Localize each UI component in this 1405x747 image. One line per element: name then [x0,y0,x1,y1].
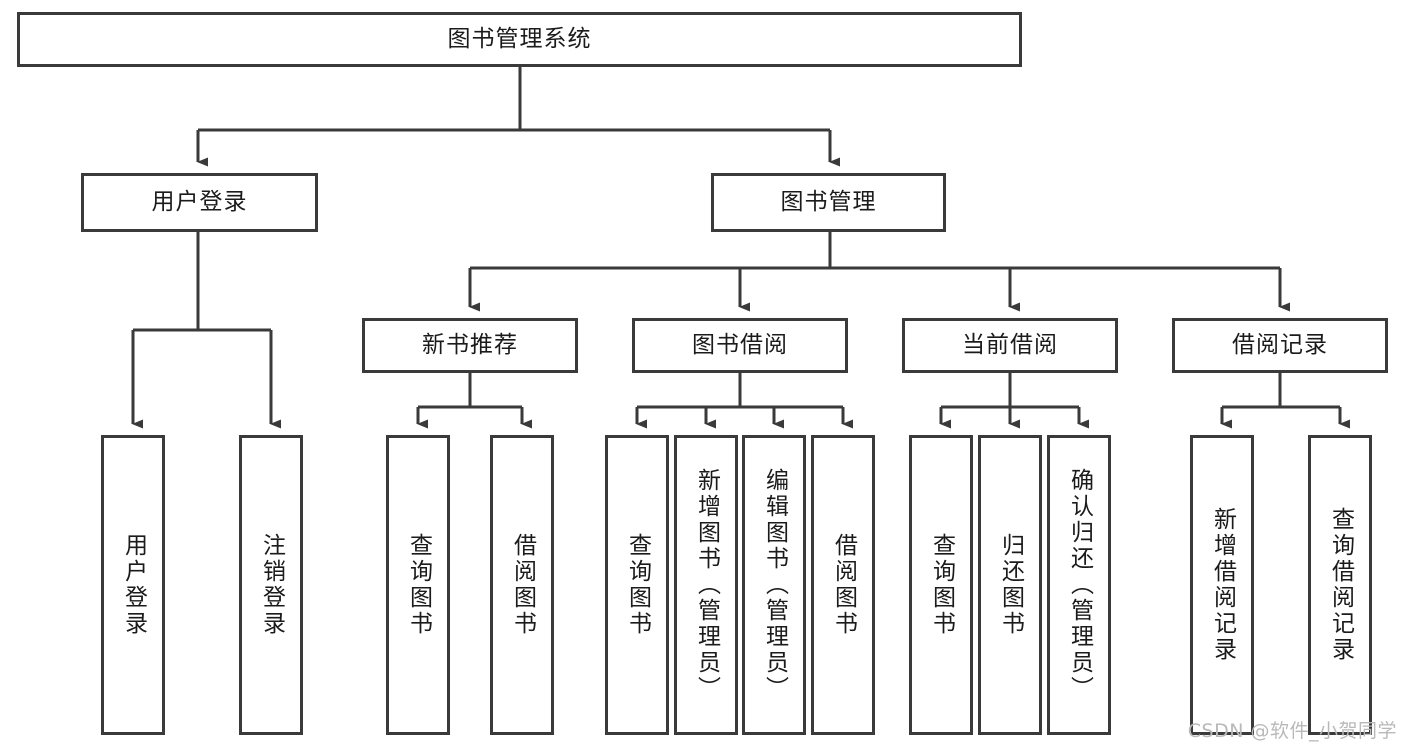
leaf-borrow-book-2-label: 借阅图书 [830,533,857,637]
leaf-query-book-1-label: 查询图书 [405,533,432,637]
leaf-query-book-2-label: 查询图书 [624,533,651,637]
leaf-query-record[interactable]: 查询借阅记录 [1308,435,1372,735]
leaf-borrow-book-2[interactable]: 借阅图书 [811,435,875,735]
node-root-label: 图书管理系统 [447,25,592,52]
node-borrow-record[interactable]: 借阅记录 [1172,318,1388,373]
node-book-borrow-label: 图书借阅 [692,331,788,358]
node-borrow-record-label: 借阅记录 [1232,331,1328,358]
node-new-book-recommend[interactable]: 新书推荐 [362,318,578,373]
leaf-borrow-book-1-label: 借阅图书 [509,533,536,637]
node-book-management[interactable]: 图书管理 [711,173,946,232]
leaf-add-record[interactable]: 新增借阅记录 [1190,435,1254,735]
node-current-borrow[interactable]: 当前借阅 [902,318,1118,373]
leaf-user-login[interactable]: 用户登录 [101,435,165,735]
leaf-confirm-return[interactable]: 确认归还（管理员） [1047,435,1111,735]
node-root[interactable]: 图书管理系统 [17,12,1022,67]
leaf-edit-book-label: 编辑图书（管理员） [761,468,788,702]
leaf-confirm-return-label: 确认归还（管理员） [1066,468,1093,702]
leaf-query-book-1[interactable]: 查询图书 [386,435,450,735]
leaf-add-book-label: 新增图书（管理员） [693,468,720,702]
leaf-return-book-label: 归还图书 [997,533,1024,637]
leaf-add-book[interactable]: 新增图书（管理员） [674,435,738,735]
node-user-login-label: 用户登录 [151,188,248,215]
leaf-borrow-book-1[interactable]: 借阅图书 [490,435,554,735]
node-book-borrow[interactable]: 图书借阅 [632,318,848,373]
leaf-edit-book[interactable]: 编辑图书（管理员） [742,435,806,735]
node-current-borrow-label: 当前借阅 [962,331,1058,358]
leaf-query-book-3[interactable]: 查询图书 [909,435,973,735]
leaf-user-login-label: 用户登录 [120,533,147,637]
node-new-book-recommend-label: 新书推荐 [422,331,518,358]
leaf-user-logout[interactable]: 注销登录 [239,435,303,735]
leaf-query-book-2[interactable]: 查询图书 [605,435,669,735]
leaf-return-book[interactable]: 归还图书 [978,435,1042,735]
leaf-add-record-label: 新增借阅记录 [1209,507,1236,663]
leaf-query-book-3-label: 查询图书 [928,533,955,637]
node-user-login[interactable]: 用户登录 [81,173,318,232]
leaf-query-record-label: 查询借阅记录 [1327,507,1354,663]
node-book-management-label: 图书管理 [780,188,877,215]
leaf-user-logout-label: 注销登录 [258,533,285,637]
watermark-text: CSDN @软件_小贺同学 [1187,720,1397,742]
